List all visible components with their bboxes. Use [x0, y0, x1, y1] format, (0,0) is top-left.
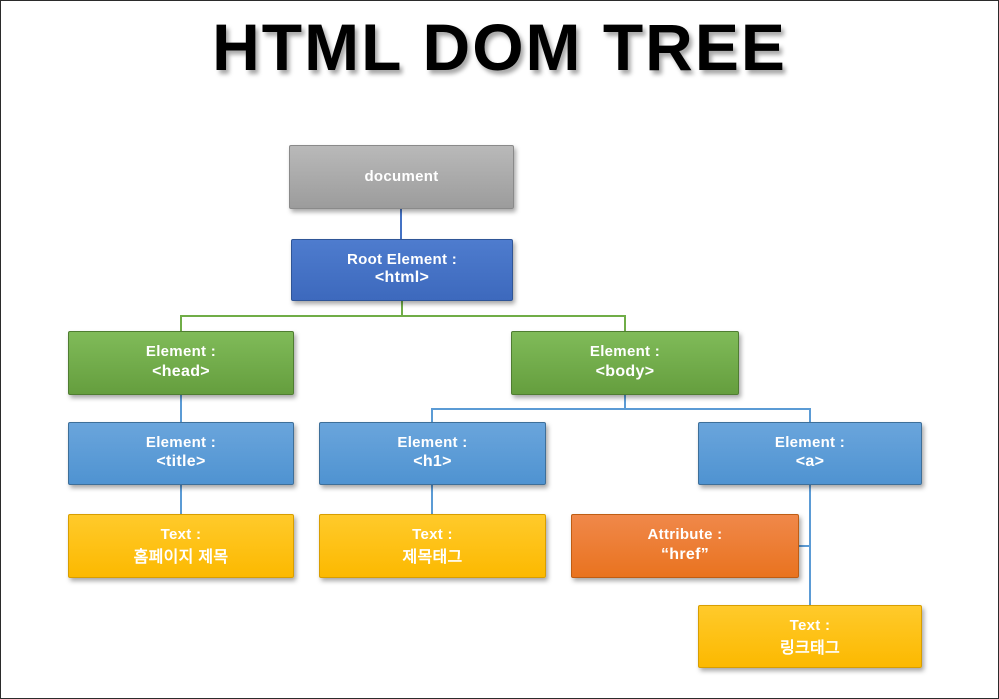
node-value: 제목태그: [402, 549, 463, 566]
node-value: 링크태그: [779, 640, 841, 657]
node-value: <head>: [152, 363, 210, 380]
node-label: Text :: [160, 526, 202, 543]
node-label: Element :: [397, 434, 468, 451]
connector-head-title: [180, 395, 182, 422]
node-element-body: Element : <body>: [511, 331, 739, 395]
node-label: document: [364, 167, 439, 185]
connector-body-a: [809, 408, 811, 422]
node-label: Root Element :: [346, 251, 458, 268]
connector-html-head: [180, 315, 182, 331]
node-root-element-html: Root Element : <html>: [291, 239, 513, 301]
connector-title-text: [180, 485, 182, 514]
node-text-homepage-title: Text : 홈페이지 제목: [68, 514, 294, 578]
connector-h1-text: [431, 485, 433, 514]
connector-html-children-rail: [180, 315, 626, 317]
node-element-h1: Element : <h1>: [319, 422, 546, 485]
connector-a-attribute: [799, 545, 810, 547]
connector-html-stem: [401, 301, 403, 315]
node-label: Element :: [145, 434, 217, 451]
node-label: Element :: [774, 434, 846, 451]
node-value: “href”: [660, 546, 710, 563]
node-element-a: Element : <a>: [698, 422, 922, 485]
node-value: 홈페이지 제목: [133, 549, 229, 566]
node-label: Attribute :: [647, 526, 723, 543]
node-text-title-tag: Text : 제목태그: [319, 514, 546, 578]
node-value: <title>: [156, 453, 206, 470]
node-label: Element :: [145, 343, 217, 360]
connector-body-children-rail: [431, 408, 810, 410]
node-element-head: Element : <head>: [68, 331, 294, 395]
connector-body-h1: [431, 408, 433, 422]
connector-document-html: [400, 209, 402, 239]
node-attribute-href: Attribute : “href”: [571, 514, 799, 578]
page-title: HTML DOM TREE: [212, 10, 787, 84]
node-document: document: [289, 145, 514, 209]
node-label: Element :: [589, 343, 661, 360]
node-value: <html>: [374, 269, 430, 286]
connector-body-stem: [624, 395, 626, 408]
node-value: <h1>: [413, 453, 452, 470]
node-text-link-tag: Text : 링크태그: [698, 605, 922, 668]
connector-a-text: [809, 485, 811, 605]
node-label: Text :: [412, 526, 453, 543]
node-value: <a>: [795, 453, 825, 470]
node-element-title: Element : <title>: [68, 422, 294, 485]
node-label: Text :: [789, 617, 831, 634]
node-value: <body>: [595, 363, 655, 380]
connector-html-body: [624, 315, 626, 331]
